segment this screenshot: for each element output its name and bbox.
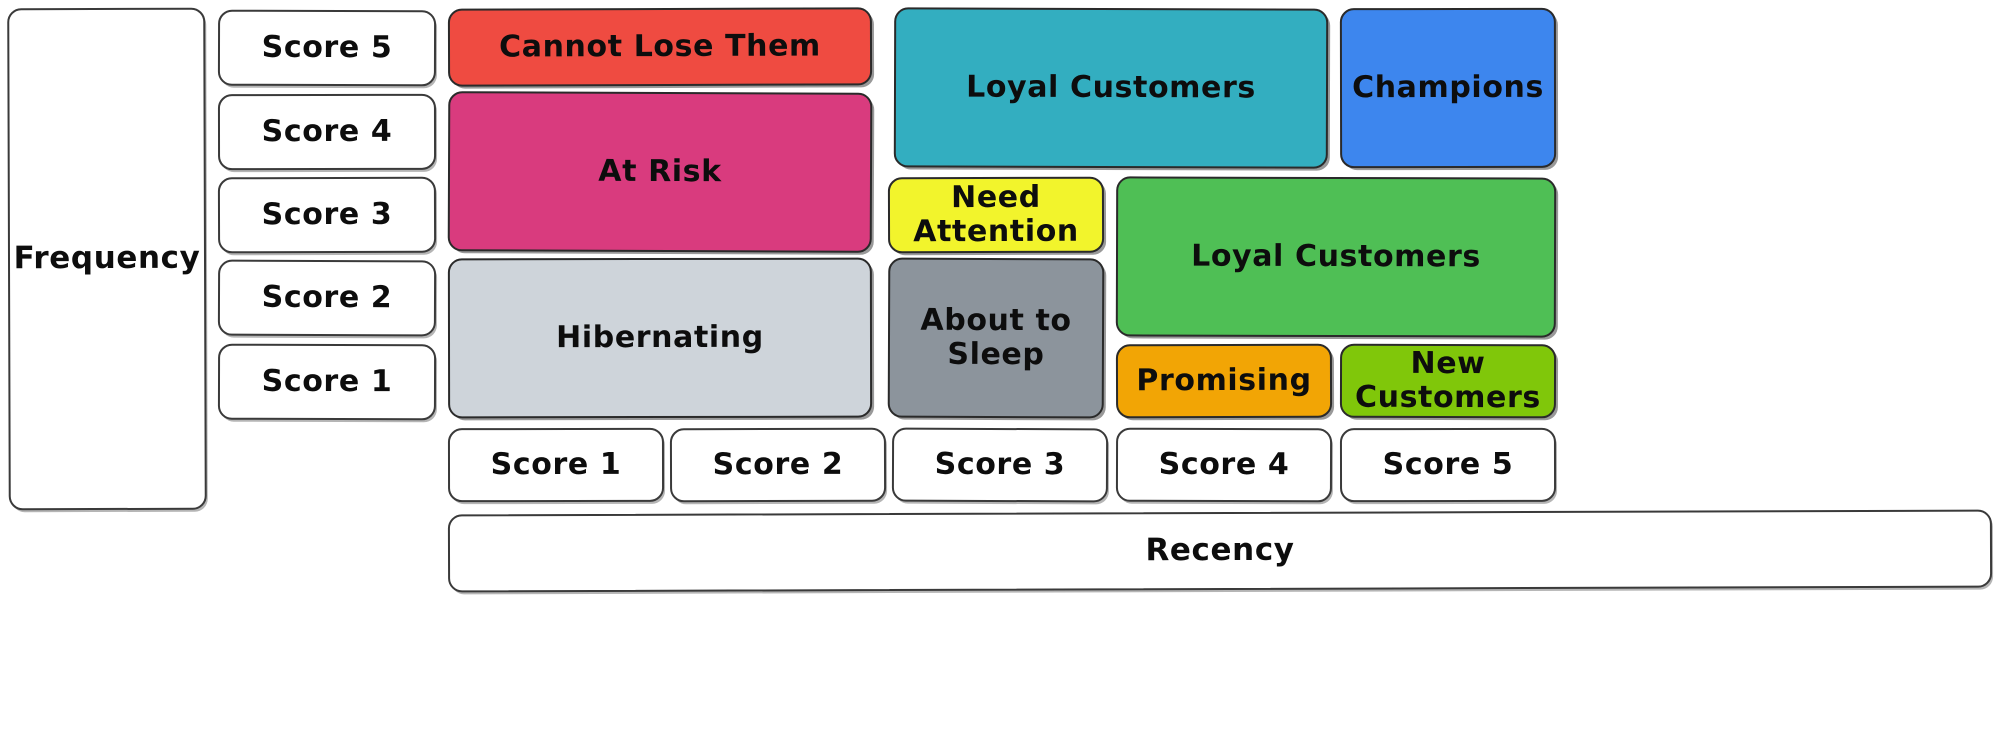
frequency-score-4-label: Score 4 [261, 113, 393, 149]
frequency-score-3-label: Score 3 [261, 196, 393, 232]
recency-score-2-label: Score 2 [712, 446, 844, 482]
segment-need-attention[interactable]: Need Attention [887, 176, 1105, 254]
segment-cannot-lose-them-label: Cannot Lose Them [499, 28, 821, 65]
segment-hibernating-label: Hibernating [556, 319, 764, 355]
frequency-score-2-label: Score 2 [261, 279, 393, 316]
segment-promising-label: Promising [1136, 362, 1312, 399]
recency-score-1-label: Score 1 [490, 446, 622, 482]
segment-about-to-sleep[interactable]: About to Sleep [887, 257, 1105, 419]
recency-score-4-label: Score 4 [1158, 446, 1290, 482]
segment-new-customers-label: New Customers [1354, 345, 1541, 416]
segment-cannot-lose-them[interactable]: Cannot Lose Them [447, 7, 873, 87]
frequency-score-5[interactable]: Score 5 [217, 9, 437, 87]
frequency-score-1[interactable]: Score 1 [217, 343, 437, 421]
frequency-score-1-label: Score 1 [261, 363, 393, 399]
segment-loyal-customers-teal-label: Loyal Customers [966, 69, 1256, 106]
recency-score-3-label: Score 3 [934, 446, 1066, 483]
recency-score-1[interactable]: Score 1 [447, 427, 665, 503]
frequency-score-5-label: Score 5 [261, 29, 393, 65]
recency-score-2[interactable]: Score 2 [669, 427, 887, 503]
segment-loyal-customers-green-label: Loyal Customers [1191, 238, 1481, 275]
segment-champions-label: Champions [1352, 69, 1544, 105]
recency-score-4[interactable]: Score 4 [1115, 427, 1333, 503]
recency-axis-label: Recency [1145, 531, 1295, 569]
segment-champions[interactable]: Champions [1339, 7, 1557, 169]
segment-at-risk-label: At Risk [598, 153, 722, 189]
recency-axis-title: Recency [447, 509, 1993, 593]
segment-new-customers[interactable]: New Customers [1339, 343, 1557, 419]
segment-need-attention-label: Need Attention [913, 179, 1079, 250]
recency-score-5[interactable]: Score 5 [1339, 427, 1557, 503]
frequency-axis-label: Frequency [13, 239, 201, 277]
segment-at-risk[interactable]: At Risk [447, 91, 873, 253]
frequency-axis-title: Frequency [7, 7, 207, 511]
frequency-score-3[interactable]: Score 3 [217, 176, 437, 254]
segment-about-to-sleep-label: About to Sleep [920, 302, 1072, 373]
segment-promising[interactable]: Promising [1115, 343, 1333, 419]
segment-loyal-customers-teal[interactable]: Loyal Customers [893, 7, 1329, 169]
segment-loyal-customers-green[interactable]: Loyal Customers [1115, 176, 1557, 338]
recency-score-5-label: Score 5 [1382, 446, 1514, 482]
frequency-score-4[interactable]: Score 4 [217, 93, 437, 171]
recency-score-3[interactable]: Score 3 [891, 427, 1109, 503]
segment-hibernating[interactable]: Hibernating [447, 257, 873, 419]
frequency-score-2[interactable]: Score 2 [217, 259, 437, 337]
